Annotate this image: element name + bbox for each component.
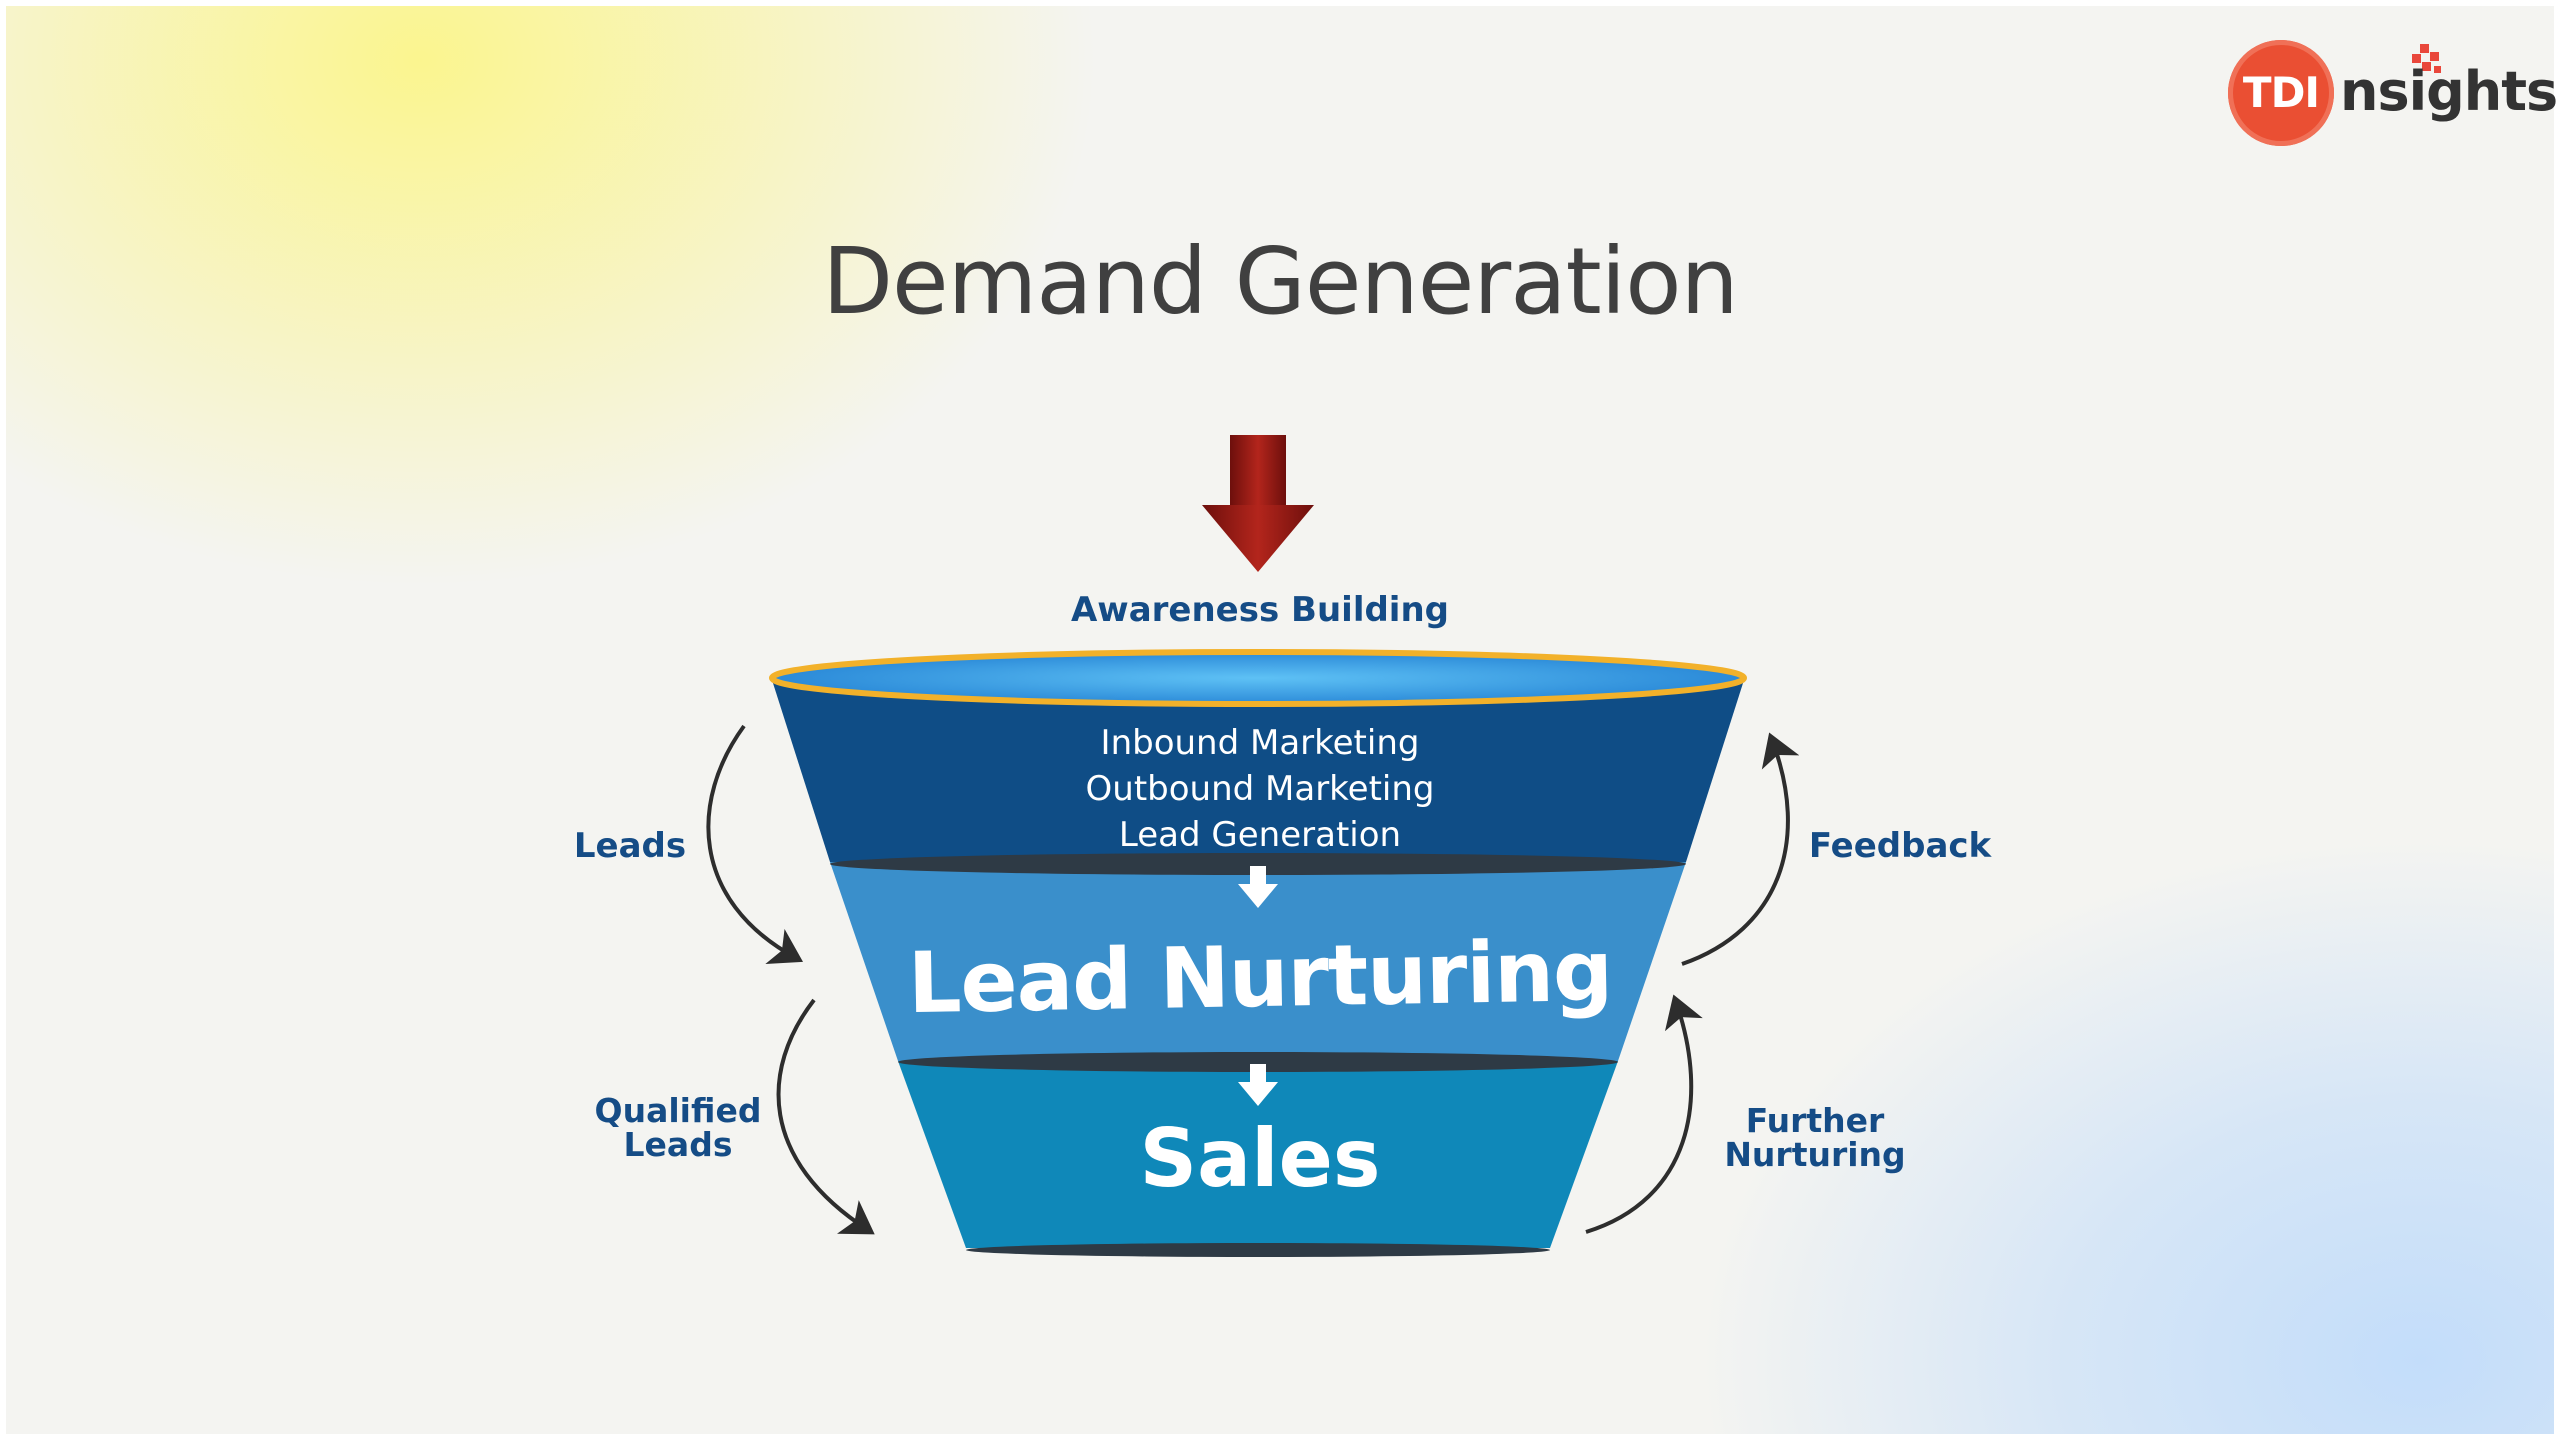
qualified-leads-label: Qualified Leads: [578, 1094, 778, 1162]
further-nurturing-label: Further Nurturing: [1705, 1104, 1925, 1172]
stage1-to-stage2-arrow-icon: [1238, 866, 1278, 908]
stage2-to-stage3-arrow-icon: [1238, 1064, 1278, 1106]
feedback-label: Feedback: [1808, 826, 1992, 866]
funnel-stage-lead-nurturing: [830, 862, 1686, 1072]
funnel-rim: [769, 649, 1747, 707]
further-nurturing-curve-arrow-icon: [1585, 994, 1703, 1234]
qualified-leads-line2: Leads: [623, 1125, 733, 1164]
inbound-marketing-text: Inbound Marketing: [1100, 723, 1420, 763]
leads-curve-arrow-icon: [706, 724, 804, 965]
stage1-text: Inbound Marketing Outbound Marketing Lea…: [1010, 720, 1510, 858]
qualified-leads-curve-arrow-icon: [776, 998, 875, 1235]
lead-nurturing-text: Lead Nurturing: [907, 921, 1613, 1033]
further-nurturing-line1: Further: [1745, 1101, 1885, 1140]
lead-generation-text: Lead Generation: [1118, 815, 1402, 855]
awareness-down-arrow-icon: [1202, 435, 1314, 572]
logo-dots-icon: [2412, 44, 2441, 73]
leads-label: Leads: [573, 826, 687, 866]
qualified-leads-line1: Qualified: [594, 1091, 762, 1130]
awareness-building-label: Awareness Building: [1070, 590, 1450, 630]
logo-wordmark: nsights: [2340, 60, 2558, 123]
outbound-marketing-text: Outbound Marketing: [1085, 769, 1435, 809]
funnel-stage-awareness: [772, 680, 1744, 875]
page-title: Demand Generation: [822, 228, 1739, 335]
sales-text: Sales: [1139, 1112, 1381, 1205]
funnel-stage-sales: [898, 1061, 1618, 1257]
tdi-insights-logo: TDI nsights: [2228, 38, 2558, 153]
further-nurturing-line2: Nurturing: [1724, 1135, 1906, 1174]
feedback-curve-arrow-icon: [1681, 732, 1800, 966]
logo-badge: TDI: [2228, 40, 2334, 146]
